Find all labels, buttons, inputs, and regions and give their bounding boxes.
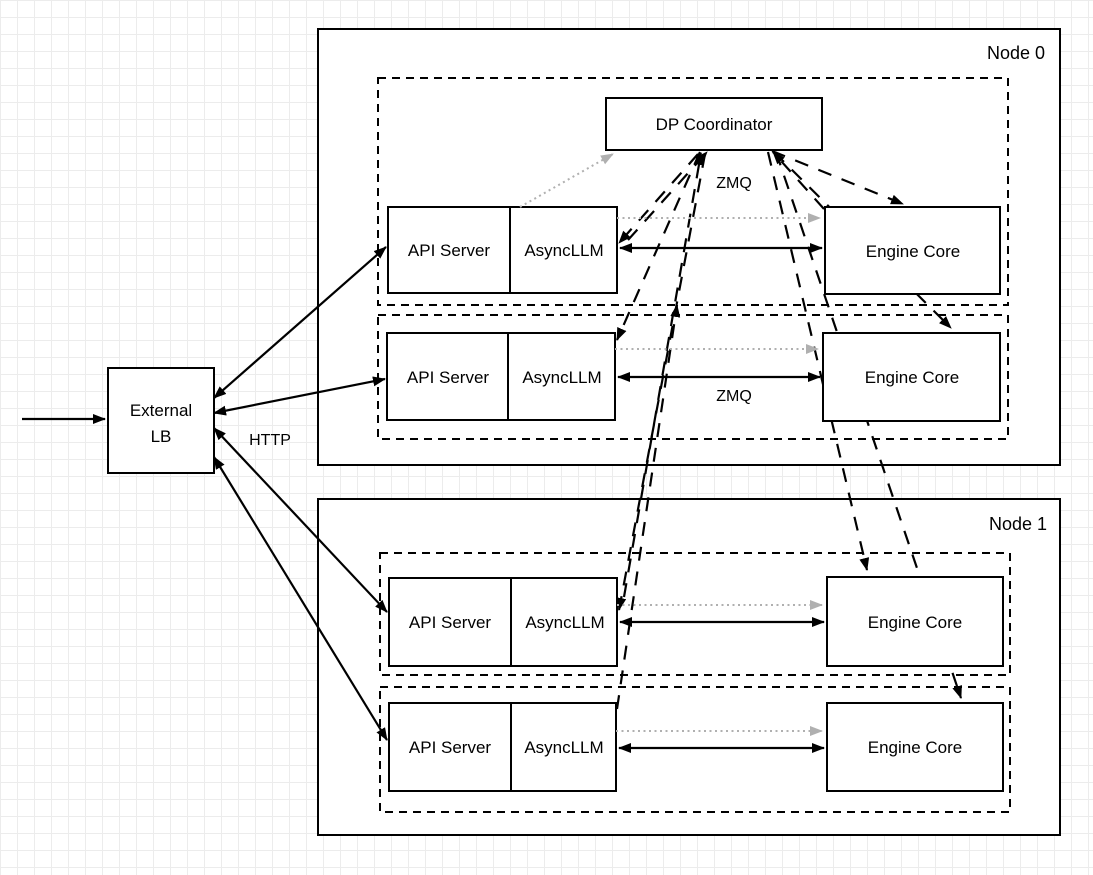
engine-core-label-row0: Engine Core (866, 242, 961, 261)
node0-label: Node 0 (987, 43, 1045, 63)
engine-core-label-row3: Engine Core (868, 738, 963, 757)
api-server-label-row3: API Server (409, 738, 492, 757)
asyncllm-label-row3: AsyncLLM (524, 738, 603, 757)
asyncllm-label-row2: AsyncLLM (525, 613, 604, 632)
engine-core-box-row3 (826, 702, 1004, 792)
external-lb-label-line1: External (130, 401, 192, 420)
arrow-lb-api1 (213, 376, 386, 416)
engine-core-label-row2: Engine Core (868, 613, 963, 632)
api-server-asyncllm-box-row1 (386, 332, 616, 421)
zmq-row-edge-label: ZMQ (716, 388, 752, 405)
arrow-coordinator-to-asyncllm2 (616, 153, 707, 611)
api-server-label-row1: API Server (407, 368, 490, 387)
dp-coordinator-label: DP Coordinator (656, 115, 773, 134)
arrow-coordinator-to-engine1 (773, 151, 952, 329)
external-lb-label-line2: LB (151, 427, 172, 446)
arrow-coordinator-to-engine2 (766, 151, 870, 571)
api-server-asyncllm-box-row3 (388, 702, 617, 792)
asyncllm-label-row1: AsyncLLM (522, 368, 601, 387)
engine-core-box-row2 (826, 576, 1004, 667)
arrow-coordinator-to-asyncllm0 (618, 153, 699, 244)
zmq-coordinator-edge-label: ZMQ (716, 175, 752, 192)
arrow-dotted-async0-coordinator (519, 153, 614, 208)
row-zmq-arrows (617, 243, 825, 753)
arrow-asyncllm3-to-coordinator (615, 304, 681, 710)
arrow-engine0-to-coordinator (772, 151, 825, 210)
engine-core-box-row0 (824, 206, 1001, 295)
dp-coordinator-box (605, 97, 823, 151)
asyncllm-label-row0: AsyncLLM (524, 241, 603, 260)
api-server-label-row2: API Server (409, 613, 492, 632)
api-server-label-row0: API Server (408, 241, 491, 260)
engine-core-label-row1: Engine Core (865, 368, 960, 387)
arrow-lb-api3 (213, 456, 388, 741)
arrow-lb-api0 (213, 246, 387, 399)
http-edge-label: HTTP (249, 432, 291, 449)
external-lb-box (107, 367, 215, 474)
engine-core-box-row1 (822, 332, 1001, 422)
lb-arrows (22, 246, 388, 741)
dotted-handshake-arrows (519, 153, 823, 736)
arrow-asyncllm0-to-coordinator (627, 151, 708, 241)
api-server-asyncllm-box-row2 (388, 577, 618, 667)
api-server-asyncllm-box-row0 (387, 206, 618, 294)
node1-label: Node 1 (989, 514, 1047, 534)
